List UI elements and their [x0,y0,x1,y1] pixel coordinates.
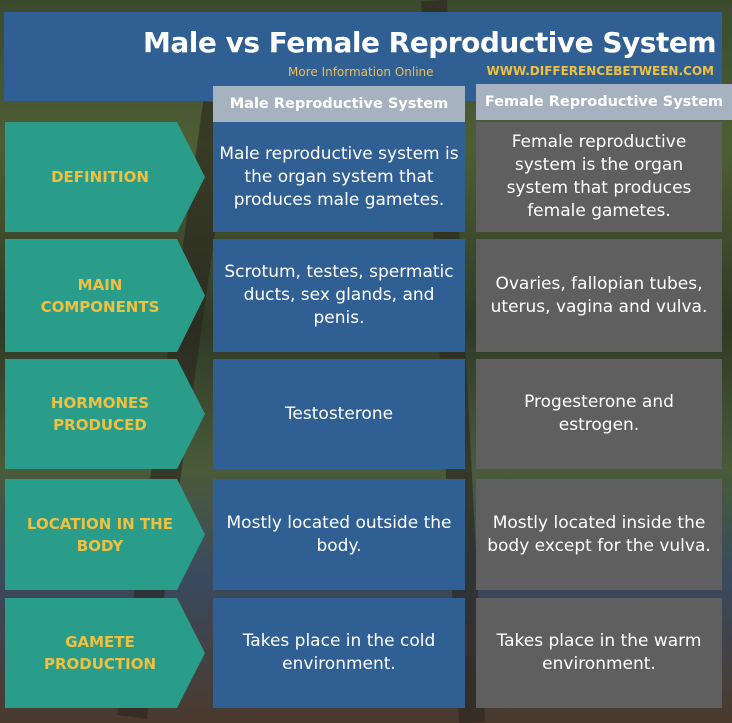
male-cell: Testosterone [213,359,465,469]
female-cell: Ovaries, fallopian tubes, uterus, vagina… [476,239,722,352]
female-cell: Mostly located inside the body except fo… [476,479,722,590]
website-link[interactable]: WWW.DIFFERENCEBETWEEN.COM [486,64,714,78]
female-cell: Progesterone and estrogen. [476,359,722,469]
row-label: MAIN COMPONENTS [5,239,205,352]
male-cell: Takes place in the cold environment. [213,598,465,708]
row-label: HORMONES PRODUCED [5,359,205,469]
row-label: DEFINITION [5,122,205,232]
female-cell: Takes place in the warm environment. [476,598,722,708]
female-cell: Female reproductive system is the organ … [476,122,722,232]
female-column-header: Female Reproductive System [476,84,732,120]
more-info-text: More Information Online [288,65,434,79]
page-title: Male vs Female Reproductive System [143,26,716,59]
male-column-header: Male Reproductive System [213,86,465,122]
row-label: GAMETE PRODUCTION [5,598,205,708]
male-cell: Scrotum, testes, spermatic ducts, sex gl… [213,239,465,352]
male-cell: Male reproductive system is the organ sy… [213,122,465,232]
row-label: LOCATION IN THE BODY [5,479,205,590]
male-cell: Mostly located outside the body. [213,479,465,590]
